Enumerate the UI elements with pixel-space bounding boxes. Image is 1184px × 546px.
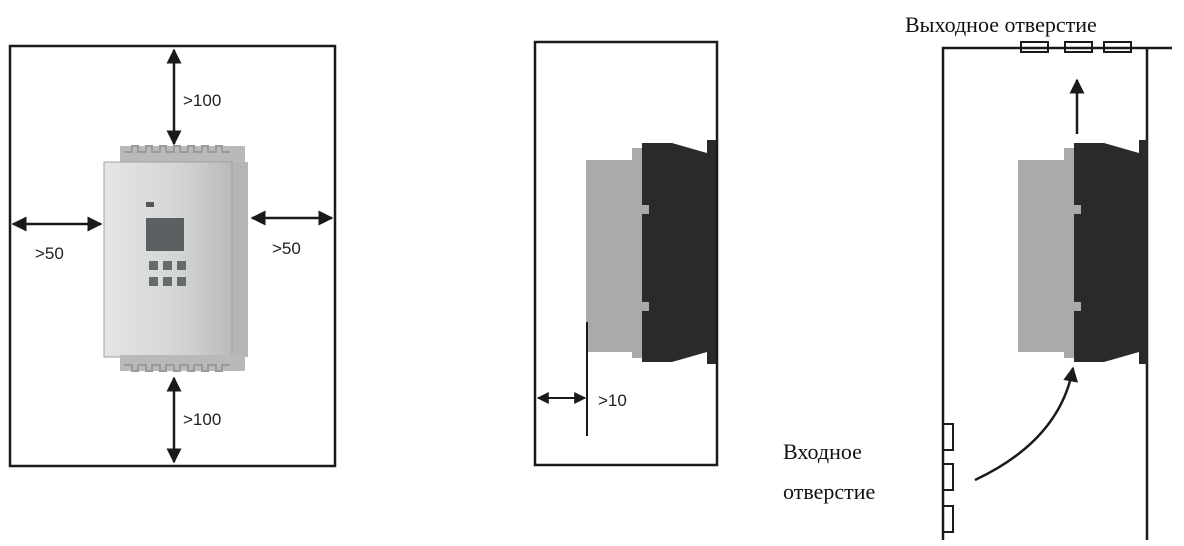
key (177, 261, 186, 270)
brand-mark (146, 202, 154, 207)
bottom-terminal-teeth (124, 364, 230, 372)
cabinet-outline-front (8, 44, 337, 468)
mount-clip (642, 302, 649, 311)
key (163, 261, 172, 270)
mount-clip (1074, 205, 1081, 214)
key (163, 277, 172, 286)
outlet-vent (1103, 41, 1132, 53)
enclosure-outline (941, 46, 1172, 540)
mount-clip (1074, 302, 1081, 311)
cabinet-outline-side (533, 40, 719, 467)
device-keypad (149, 261, 186, 286)
soft-starter-device-cabinet (1018, 140, 1148, 364)
inlet-vent (942, 505, 954, 533)
inlet-vent (942, 463, 954, 491)
panel-front-view: >100 >100 >50 >50 (8, 44, 337, 468)
soft-starter-device-side (586, 140, 716, 364)
device-body (103, 161, 233, 358)
device-side (230, 162, 248, 357)
label-right-clearance: >50 (272, 239, 301, 258)
label-bottom-clearance: >100 (183, 410, 221, 429)
device-front-part (1018, 148, 1080, 358)
label-left-clearance: >50 (35, 244, 64, 263)
inlet-vents (942, 423, 954, 533)
top-terminal-teeth (124, 145, 230, 153)
label-back-clearance: >10 (598, 391, 627, 410)
soft-starter-device-front (103, 145, 248, 372)
device-front-part (586, 148, 648, 358)
inlet-vent (942, 423, 954, 451)
inlet-label-line1: Входное (783, 439, 862, 464)
label-top-clearance: >100 (183, 91, 221, 110)
panel-side-view: >10 (533, 40, 719, 467)
outlet-vents (1020, 41, 1132, 53)
panel-airflow-view (941, 41, 1172, 540)
key (177, 277, 186, 286)
outlet-label: Выходное отверстие (905, 12, 1097, 37)
key (149, 261, 158, 270)
inlet-label-line2: отверстие (783, 479, 876, 504)
arrow-cool-air-in (974, 366, 1078, 482)
outlet-vent (1020, 41, 1049, 53)
device-display (146, 218, 184, 251)
key (149, 277, 158, 286)
mount-clip (642, 205, 649, 214)
device-heatsink-part (1074, 140, 1148, 364)
device-heatsink-part (642, 140, 716, 364)
outlet-vent (1064, 41, 1093, 53)
